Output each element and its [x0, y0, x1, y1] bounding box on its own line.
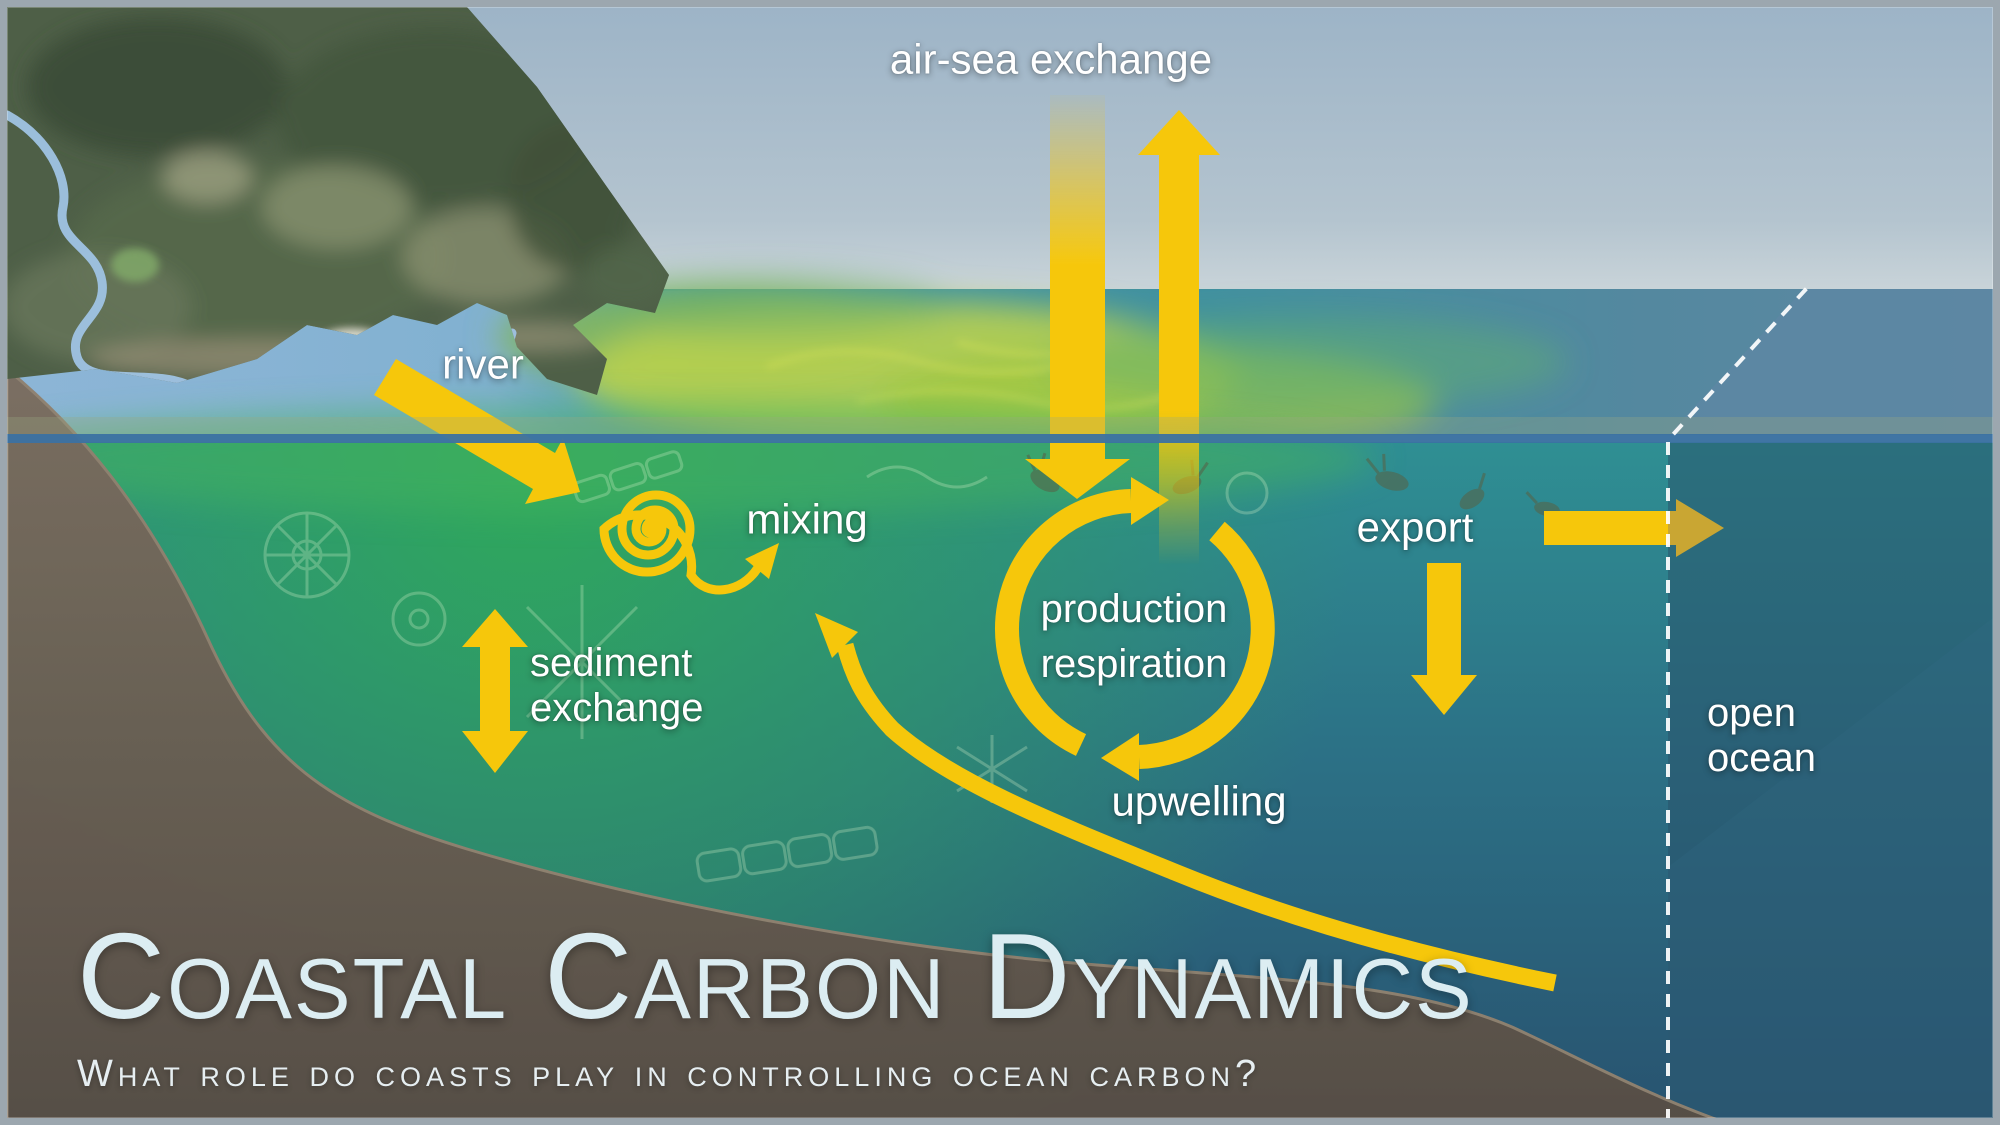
label-sediment-line2: exchange	[530, 685, 704, 730]
seafloor-sediment	[7, 367, 1717, 1118]
waterline	[7, 434, 1993, 443]
label-upwelling: upwelling	[1111, 777, 1287, 825]
label-open-line1: open	[1707, 691, 1796, 735]
label-export: export	[1356, 503, 1474, 551]
label-mixing: mixing	[746, 495, 868, 543]
export-down-arrow	[1411, 563, 1477, 715]
label-open-line2: ocean	[1707, 735, 1816, 780]
process-arrows	[374, 95, 1724, 992]
label-open-ocean: open ocean	[1707, 691, 1816, 781]
label-sediment-exchange: sediment exchange	[530, 641, 703, 731]
label-production: production	[1040, 586, 1228, 631]
label-respiration: respiration	[1040, 642, 1228, 686]
page-title: Coastal Carbon Dynamics	[77, 908, 1474, 1044]
river-channel	[7, 110, 517, 395]
sediment-exchange-arrow	[462, 609, 528, 773]
open-ocean-deep	[1668, 442, 1993, 1118]
plankton-illustrations	[263, 450, 1269, 883]
air-sea-down-arrow	[1025, 95, 1130, 499]
upwelling-arrow	[815, 613, 1557, 992]
page-subtitle: What role do coasts play in controlling …	[77, 1053, 1262, 1095]
scene-illustration	[7, 7, 1993, 1118]
label-river: river	[442, 340, 524, 388]
label-air-sea-exchange: air-sea exchange	[889, 35, 1213, 83]
label-production-respiration: production respiration	[1041, 582, 1228, 692]
mixing-spiral-arrow	[599, 490, 779, 595]
land-terrain	[7, 7, 669, 395]
title-block: Coastal Carbon Dynamics What role do coa…	[77, 915, 1474, 1096]
river-arrow	[374, 359, 580, 504]
export-right-arrow	[1544, 499, 1724, 557]
label-sediment-line1: sediment	[530, 641, 693, 685]
surface-layer-band	[7, 417, 1993, 435]
air-sea-up-arrow	[1138, 110, 1220, 565]
production-respiration-cycle-arrow	[995, 477, 1275, 781]
